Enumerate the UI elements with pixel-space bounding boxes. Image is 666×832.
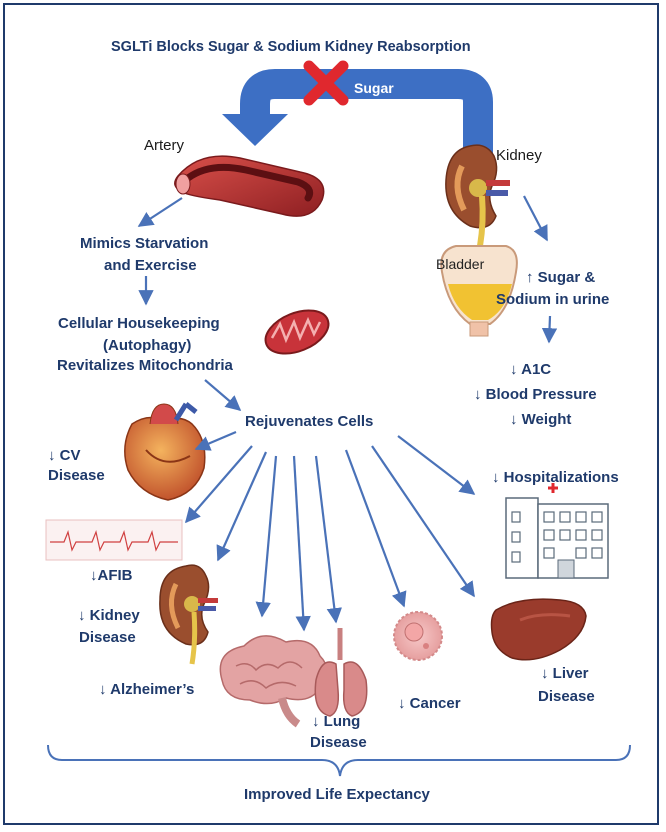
rejuvenates-cells: Rejuvenates Cells bbox=[245, 412, 373, 431]
outcome-liver-line1: ↓ Liver bbox=[541, 664, 589, 683]
housekeeping-line3: Revitalizes Mitochondria bbox=[57, 356, 233, 375]
metric-weight: ↓ Weight bbox=[510, 410, 571, 429]
mechanism-line2: and Exercise bbox=[104, 256, 197, 275]
mitochondria-icon bbox=[259, 302, 334, 362]
metric-blood-pressure: ↓ Blood Pressure bbox=[474, 385, 597, 404]
artery-label: Artery bbox=[144, 136, 184, 155]
lungs-icon bbox=[315, 628, 366, 716]
liver-icon bbox=[492, 599, 587, 660]
outcome-kidney-line1: ↓ Kidney bbox=[78, 606, 140, 625]
metric-a1c: ↓ A1C bbox=[510, 360, 551, 379]
outcome-lung-line2: Disease bbox=[310, 733, 367, 752]
outcome-hospitalizations: ↓ Hospitalizations bbox=[492, 468, 619, 487]
heart-icon bbox=[125, 404, 205, 500]
footer-label: Improved Life Expectancy bbox=[244, 785, 430, 804]
brain-icon bbox=[220, 636, 327, 724]
sugar-flow-label: Sugar bbox=[354, 79, 394, 98]
outcome-cv-line2: Disease bbox=[48, 466, 105, 485]
outcome-cv-line1: ↓ CV bbox=[48, 446, 81, 465]
bladder-label: Bladder bbox=[436, 255, 484, 274]
ecg-strip-icon bbox=[46, 520, 182, 560]
kidney-label: Kidney bbox=[496, 146, 542, 165]
outcome-liver-line2: Disease bbox=[538, 687, 595, 706]
hospital-icon bbox=[506, 483, 608, 578]
outcome-alzheimers: ↓ Alzheimer’s bbox=[99, 680, 194, 699]
outcome-lung-line1: ↓ Lung bbox=[312, 712, 360, 731]
housekeeping-line2: (Autophagy) bbox=[103, 336, 191, 355]
urine-line2: Sodium in urine bbox=[496, 290, 609, 309]
cancer-cell-icon bbox=[394, 612, 442, 660]
outcome-cancer: ↓ Cancer bbox=[398, 694, 461, 713]
outcome-afib: ↓AFIB bbox=[90, 566, 133, 585]
outcome-kidney-line2: Disease bbox=[79, 628, 136, 647]
sugar-flow-arrow bbox=[222, 84, 478, 158]
diagram-title: SGLTi Blocks Sugar & Sodium Kidney Reabs… bbox=[111, 38, 471, 57]
mechanism-line1: Mimics Starvation bbox=[80, 234, 208, 253]
kidney-small-icon bbox=[160, 565, 218, 664]
housekeeping-line1: Cellular Housekeeping bbox=[58, 314, 220, 333]
urine-line1: ↑ Sugar & bbox=[526, 268, 595, 287]
artery-icon bbox=[175, 156, 324, 216]
